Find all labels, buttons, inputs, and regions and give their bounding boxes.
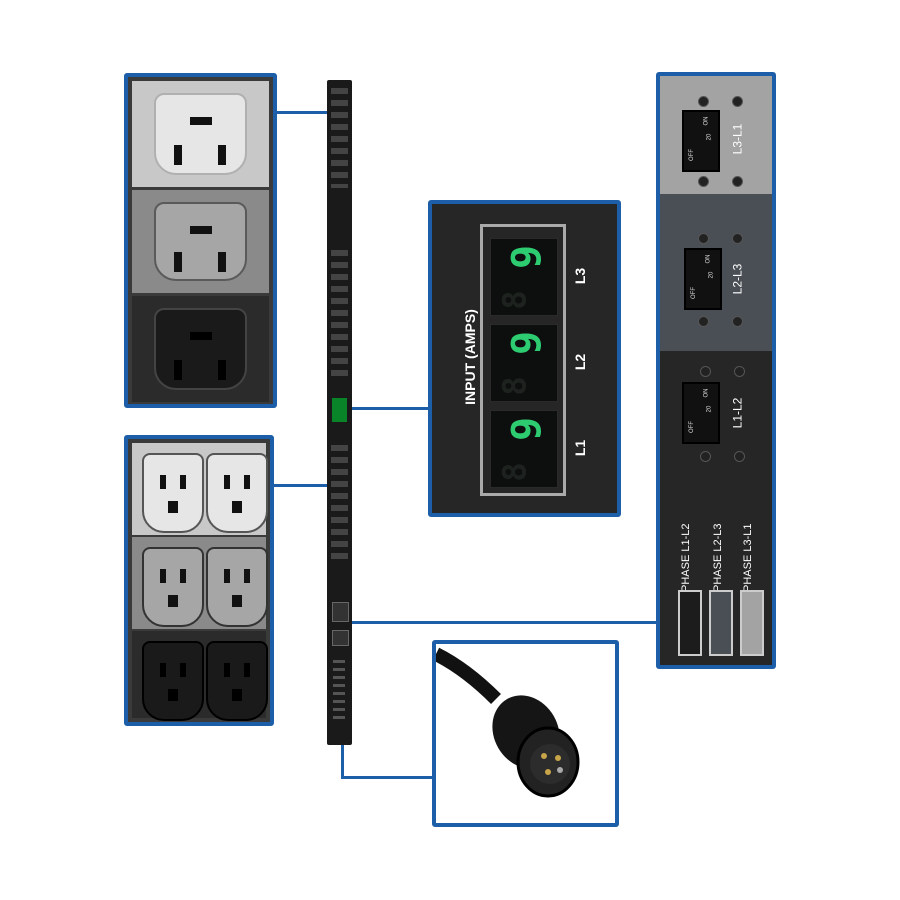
breaker-panel-callout: ON 20 OFF L3-L1 ON 20 OFF L2-L3 ON 20 OF… [656, 72, 776, 669]
c19-outlets-callout [124, 73, 277, 408]
connector-line-plug-v [341, 745, 344, 778]
breaker-label: L2-L3 [730, 263, 745, 295]
twist-lock-plug-icon [436, 647, 580, 798]
legend-swatch-l3-l1 [740, 590, 764, 656]
connector-line-c13 [273, 484, 328, 487]
c19-outlet-icon [132, 81, 269, 187]
readout-l3: 9 8 [490, 238, 558, 316]
legend-phase-l3-l1: PHASE L3-L1 [742, 523, 754, 592]
c13-outlet-icon [142, 641, 204, 721]
legend-swatch-l2-l3 [709, 590, 733, 656]
pdu-strip [327, 80, 352, 745]
label-l1: L1 [572, 439, 589, 457]
connector-line-display [350, 407, 430, 410]
c13-outlet-icon [206, 453, 268, 533]
legend-swatch-l1-l2 [678, 590, 702, 656]
c13-outlet-icon [206, 641, 268, 721]
legend-phase-l1-l2: PHASE L1-L2 [680, 523, 692, 592]
readout-l1: 9 8 [490, 410, 558, 488]
connector-line-breakers [352, 621, 658, 624]
connector-line-c19 [276, 111, 328, 114]
c19-outlet-icon [132, 296, 269, 402]
label-l2: L2 [572, 353, 589, 371]
input-amps-display-callout: INPUT (AMPS) 9 8 9 8 9 8 L3 L2 L1 [428, 200, 621, 517]
input-plug-callout [432, 640, 619, 827]
c19-outlet-icon [132, 190, 269, 293]
c13-outlets-callout [124, 435, 274, 726]
breaker-label: L1-L2 [730, 397, 745, 429]
breaker-label: L3-L1 [730, 123, 745, 155]
pdu-display [332, 398, 347, 422]
readout-l2: 9 8 [490, 324, 558, 402]
c13-outlet-icon [206, 547, 268, 627]
c13-outlet-icon [142, 547, 204, 627]
display-title: INPUT (AMPS) [462, 309, 478, 405]
legend-phase-l2-l3: PHASE L2-L3 [712, 523, 724, 592]
c13-outlet-icon [142, 453, 204, 533]
connector-line-plug-h [341, 776, 434, 779]
label-l3: L3 [572, 267, 589, 285]
